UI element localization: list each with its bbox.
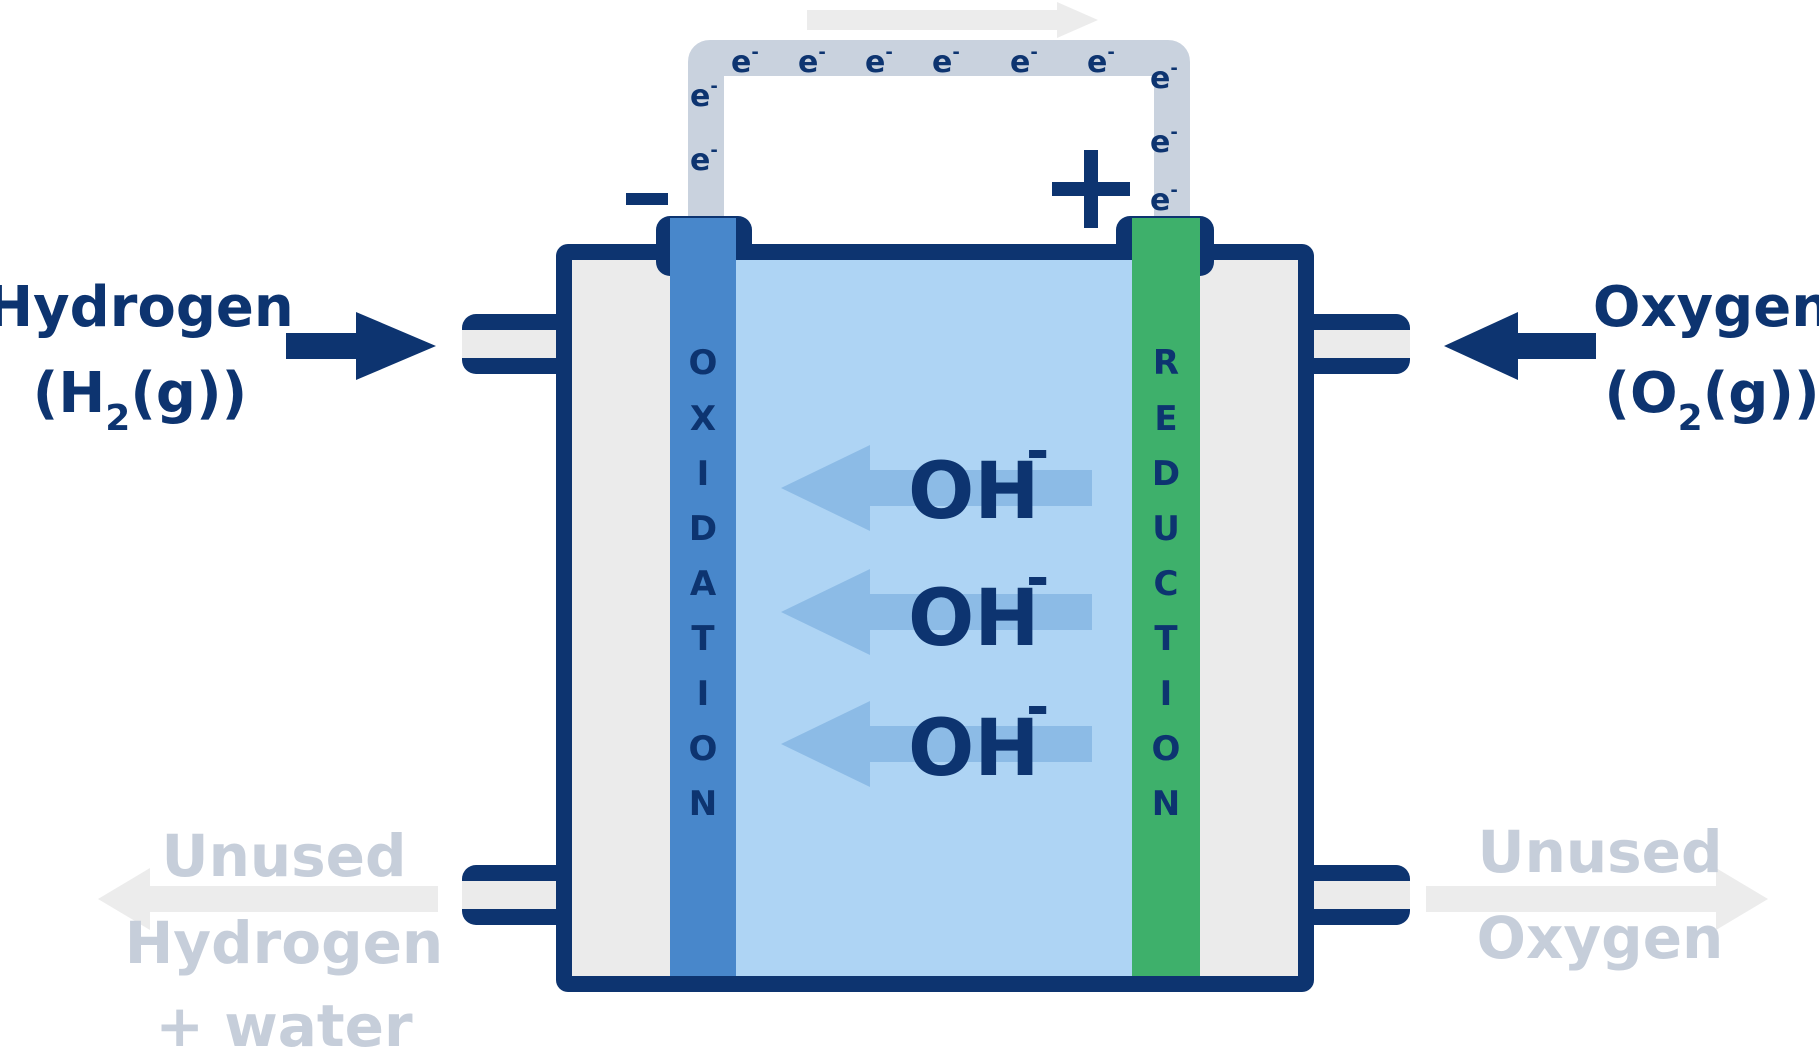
- electron-label: e-: [865, 42, 893, 80]
- ion-charge: -: [1026, 546, 1049, 611]
- hydrogen-output-arrow-icon: [98, 868, 438, 930]
- ion-labels: OH - OH - OH -: [908, 419, 1049, 794]
- electrons: e- e- e- e- e- e- e- e- e- e- e-: [690, 42, 1178, 218]
- electron-label: e-: [932, 42, 960, 80]
- positive-terminal-sign: [1052, 150, 1130, 228]
- oxidation-letter: A: [690, 564, 717, 604]
- hydrogen-output-line: Hydrogen: [125, 909, 443, 977]
- hydrogen-name: Hydrogen: [0, 275, 294, 340]
- hydrogen-output-label: Unused Hydrogen + water: [125, 822, 443, 1051]
- reduction-label: R E D U C T I O N: [1152, 343, 1181, 824]
- reduction-letter: R: [1153, 343, 1179, 383]
- oxidation-label: O X I D A T I O N: [689, 343, 718, 824]
- reduction-letter: C: [1154, 564, 1179, 604]
- ion-charge: -: [1026, 419, 1049, 484]
- oxygen-name: Oxygen: [1593, 275, 1819, 340]
- ion-label: OH: [908, 574, 1040, 664]
- ion-label: OH: [908, 704, 1040, 794]
- oxidation-letter: N: [689, 784, 717, 824]
- cathode: [1132, 218, 1200, 976]
- electron-label: e-: [731, 42, 759, 80]
- external-wire: [688, 40, 1190, 225]
- electron-label: e-: [798, 42, 826, 80]
- oxygen-output-line: Oxygen: [1477, 904, 1724, 972]
- reduction-letter: U: [1152, 509, 1180, 549]
- electron-label: e-: [1087, 42, 1115, 80]
- oxidation-letter: O: [689, 729, 718, 769]
- oxygen-input-label: Oxygen (O2(g)): [1593, 275, 1819, 439]
- hydrogen-input-arrow-icon: [286, 312, 436, 380]
- electron-label: e-: [1150, 180, 1178, 218]
- ion-label: OH: [908, 447, 1040, 537]
- electron-label: e-: [1010, 42, 1038, 80]
- reduction-letter: D: [1152, 454, 1180, 494]
- oxidation-letter: X: [690, 399, 716, 439]
- hydrogen-input-label: Hydrogen (H2(g)): [0, 275, 294, 439]
- hydrogen-formula: (H2(g)): [33, 361, 247, 439]
- negative-terminal-sign: [626, 193, 668, 205]
- oxidation-letter: D: [689, 509, 717, 549]
- reduction-letter: N: [1152, 784, 1180, 824]
- oxidation-letter: O: [689, 343, 718, 383]
- oxygen-input-arrow-icon: [1444, 312, 1596, 380]
- ion-arrow-icon: [781, 445, 1092, 531]
- terminal-signs: [626, 150, 1130, 228]
- oxygen-output-label: Unused Oxygen: [1477, 818, 1724, 972]
- oxygen-formula: (O2(g)): [1604, 361, 1819, 439]
- ion-arrows: [781, 445, 1092, 787]
- reduction-letter: O: [1152, 729, 1181, 769]
- reduction-letter: E: [1154, 399, 1177, 439]
- reduction-letter: T: [1154, 619, 1178, 659]
- oxidation-letter: I: [697, 674, 710, 714]
- oxidation-letter: I: [697, 454, 710, 494]
- ion-arrow-icon: [781, 701, 1092, 787]
- hydrogen-output-line: + water: [155, 992, 413, 1051]
- ion-arrow-icon: [781, 569, 1092, 655]
- hydrogen-output-line: Unused: [161, 822, 406, 890]
- oxidation-letter: T: [691, 619, 715, 659]
- electron-label: e-: [1150, 122, 1178, 160]
- electron-flow-arrow-icon: [807, 2, 1098, 38]
- pipes: [462, 314, 1410, 925]
- oxygen-output-line: Unused: [1477, 818, 1722, 886]
- electron-label: e-: [690, 76, 718, 114]
- electron-label: e-: [1150, 58, 1178, 96]
- ion-charge: -: [1026, 675, 1049, 740]
- anode: [670, 218, 736, 976]
- electron-label: e-: [690, 140, 718, 178]
- reduction-letter: I: [1160, 674, 1173, 714]
- oxygen-output-arrow-icon: [1426, 868, 1768, 930]
